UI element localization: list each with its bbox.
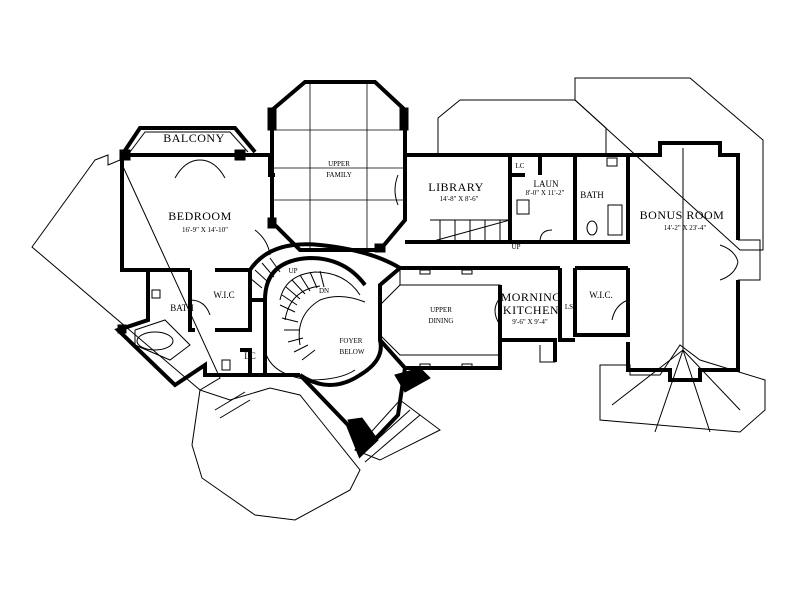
right-roof-upper xyxy=(574,77,764,251)
morning-kitchen-label-2: KITCHEN xyxy=(503,303,559,317)
lc-label: LC xyxy=(244,351,256,361)
stair-treads xyxy=(249,257,325,361)
bonus-room-size: 14'-2" X 23'-4" xyxy=(664,224,707,232)
bath-master-label: BATH xyxy=(170,303,194,313)
library-label: LIBRARY xyxy=(428,180,484,194)
laun-label: LAUN xyxy=(534,179,559,189)
laun-size: 8'-0" X 11'-2" xyxy=(526,189,565,197)
balcony xyxy=(120,126,257,157)
bedroom-label: BEDROOM xyxy=(168,209,232,223)
bottom-left-roof xyxy=(191,387,361,521)
bonus-room-label: BONUS ROOM xyxy=(640,208,725,222)
upper-family-room xyxy=(267,80,409,253)
bottom-right-roof xyxy=(599,344,766,433)
morning-kitchen-size: 9'-6" X 9'-4" xyxy=(512,318,548,326)
room-labels: BALCONY BEDROOM 16'-9" X 14'-10" BATH W.… xyxy=(163,131,724,361)
stair-dn-label: DN xyxy=(319,287,329,295)
library-stair-up-label: UP xyxy=(512,243,521,251)
library-size: 14'-8" X 8'-6" xyxy=(440,195,479,203)
upper-family-label-2: FAMILY xyxy=(326,171,352,179)
bath-upper-label: BATH xyxy=(580,190,604,200)
bonus-room xyxy=(626,141,761,382)
balcony-label: BALCONY xyxy=(163,131,225,145)
upper-family-label-1: UPPER xyxy=(328,160,350,168)
wic-master-label: W.I.C xyxy=(213,290,234,300)
bedroom-size: 16'-9" X 14'-10" xyxy=(182,226,228,234)
bonus-ridge xyxy=(654,148,684,433)
library xyxy=(394,153,512,244)
laundry-bath-block xyxy=(510,153,630,244)
lc-top-label: LC xyxy=(516,162,525,170)
foyer-label-1: FOYER xyxy=(340,337,363,345)
foyer-label-2: BELOW xyxy=(340,348,365,356)
roof-outlines xyxy=(31,77,766,521)
wic-right xyxy=(573,266,630,337)
wic-right-label: W.I.C. xyxy=(589,290,612,300)
upper-dining-label-2: DINING xyxy=(429,317,454,325)
stair-up-label: UP xyxy=(289,267,298,275)
upper-dining xyxy=(378,240,628,370)
ls-label: LS xyxy=(565,303,573,311)
morning-kitchen-label-1: MORNING xyxy=(501,290,562,304)
curved-stair xyxy=(248,242,431,459)
top-right-roof xyxy=(437,99,607,156)
upper-dining-label-1: UPPER xyxy=(430,306,452,314)
master-wing-walls xyxy=(114,149,275,388)
